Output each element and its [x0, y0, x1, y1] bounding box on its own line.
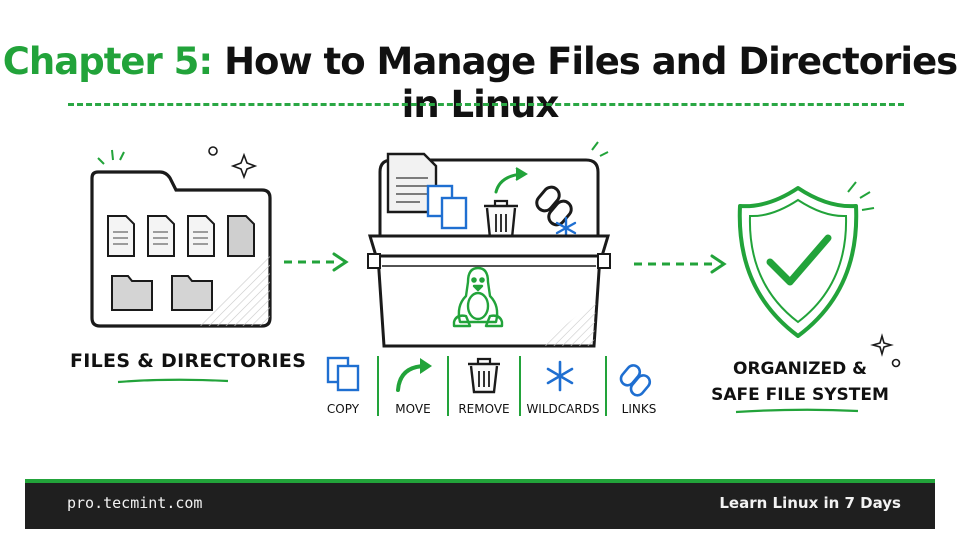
op-label-remove: Remove [458, 402, 510, 416]
shield-check-icon [737, 181, 875, 338]
dot-decoration [891, 358, 901, 368]
file-icon [187, 215, 215, 257]
subfolder-icon [171, 275, 213, 311]
safe-caption-line-2: Safe File System [711, 385, 889, 405]
file-icon [107, 215, 135, 257]
footer-website: pro.tecmint.com [67, 494, 203, 512]
file-icon [227, 215, 255, 257]
flow-arrow-icon [284, 252, 349, 272]
file-icon [147, 215, 175, 257]
subfolder-icon [111, 275, 153, 311]
chain-link-icon [619, 364, 652, 397]
op-label-move: Move [395, 402, 431, 416]
tux-penguin-icon [452, 266, 504, 328]
files-directories-caption: Files & Directories [70, 350, 307, 372]
move-arrow-icon [396, 358, 432, 392]
op-label-wildcards: Wildcards [526, 402, 600, 416]
copy-icon [426, 184, 468, 230]
op-label-copy: Copy [326, 402, 360, 416]
chapter-label: Chapter 5 [2, 40, 200, 83]
dot-decoration [208, 146, 218, 156]
safe-caption-line-1: Organized & [733, 359, 867, 379]
caption-underline [117, 378, 229, 384]
caption-underline [735, 408, 859, 414]
trash-icon [484, 199, 518, 240]
sparkle-icon [230, 152, 258, 180]
footer-bar: pro.tecmint.com Learn Linux in 7 Days [25, 479, 935, 529]
toolbox-icon [367, 141, 611, 348]
trash-icon [468, 357, 500, 394]
folder-icon [90, 149, 272, 328]
copy-icon [326, 356, 360, 392]
op-label-links: Links [621, 402, 657, 416]
title-underline [68, 103, 904, 106]
safe-file-system-caption: Organized & Safe File System [700, 356, 900, 408]
title-separator: : [198, 40, 213, 83]
flow-arrow-icon [634, 254, 727, 274]
asterisk-icon [546, 360, 574, 392]
footer-course-title: Learn Linux in 7 Days [719, 494, 901, 512]
sparkle-icon [870, 333, 894, 357]
